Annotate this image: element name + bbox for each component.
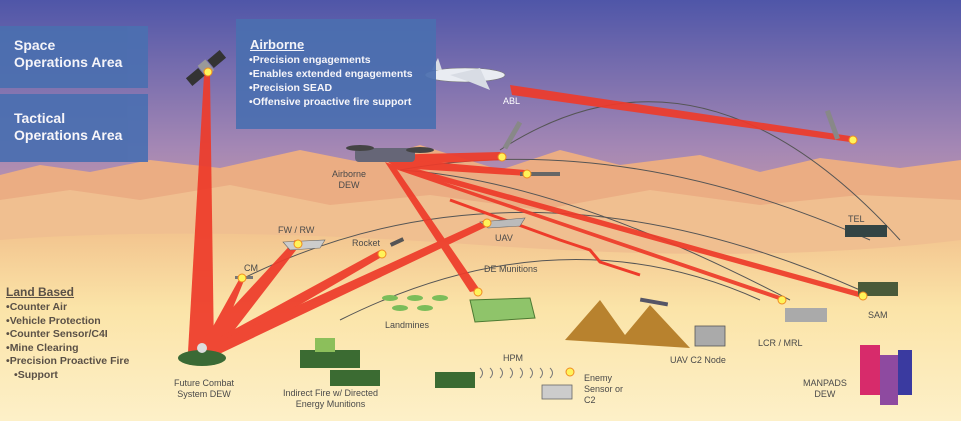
tactical-title-line2: Operations Area	[14, 127, 123, 143]
label-airborne-dew-line2: DEW	[338, 180, 360, 190]
indirect-fire-vehicle-icon-1	[300, 350, 360, 368]
label-de-munitions: DE Munitions	[484, 264, 538, 274]
land-based-bullets: Counter Air Vehicle Protection Counter S…	[6, 301, 130, 383]
tactical-title-line1: Tactical	[14, 110, 66, 126]
label-indirect-fire: Indirect Fire w/ Directed Energy Munitio…	[283, 388, 378, 410]
label-landmines: Landmines	[385, 320, 430, 330]
label-cm: CM	[244, 263, 258, 273]
indirect-fire-vehicle-icon-2	[330, 370, 380, 386]
airborne-bullets: Precision engagements Enables extended e…	[249, 53, 413, 109]
land-based-bullet: Vehicle Protection	[6, 315, 129, 329]
label-enemy-sensor: Enemy Sensor or C2	[584, 373, 623, 406]
rocket-icon-1	[502, 121, 523, 150]
tactical-panel-title: Tactical Operations Area	[14, 110, 122, 144]
label-indirect-line1: Indirect Fire w/ Directed	[283, 388, 379, 398]
space-panel-title: Space Operations Area	[14, 37, 122, 71]
brown-hills	[565, 300, 690, 348]
beam-uav	[200, 220, 490, 356]
hpm-waves	[479, 367, 553, 379]
landmines-icon	[382, 295, 448, 311]
space-title-line2: Operations Area	[14, 54, 123, 70]
label-lcr-mrl: LCR / MRL	[758, 338, 803, 348]
fw-rw-jet-icon	[282, 239, 326, 251]
beam-airborne-de	[385, 162, 480, 292]
label-enemy-line1: Enemy	[584, 373, 613, 383]
missile-icon	[639, 297, 669, 307]
manpads-building-icon	[860, 345, 912, 405]
label-airborne-dew: Airborne DEW	[332, 169, 366, 191]
label-manpads-dew: MANPADS DEW	[803, 378, 847, 400]
label-enemy-line3: C2	[584, 395, 596, 405]
label-tel: TEL	[848, 214, 865, 224]
land-based-block: Land Based Counter Air Vehicle Protectio…	[6, 285, 129, 382]
enemy-sensor-vehicle-icon	[541, 384, 573, 400]
label-uav: UAV	[495, 233, 513, 243]
label-manpads-line1: MANPADS	[803, 378, 847, 388]
land-based-bullet: Support	[6, 369, 129, 383]
label-abl: ABL	[503, 96, 521, 106]
airborne-bullet: Offensive proactive fire support	[249, 95, 413, 109]
label-fw-rw: FW / RW	[278, 225, 315, 235]
space-title-line1: Space	[14, 37, 56, 53]
label-fcs-line2: System DEW	[177, 389, 231, 399]
label-future-combat-system: Future Combat System DEW	[174, 378, 234, 400]
beam-airborne-lcr	[385, 162, 785, 302]
land-based-bullet: Precision Proactive Fire	[6, 355, 130, 369]
rocket-icon-2	[824, 109, 840, 140]
beam-cm	[200, 276, 245, 357]
beam-airborne-sam	[385, 160, 862, 298]
label-indirect-line2: Energy Munitions	[295, 399, 366, 409]
airborne-heading: Airborne	[250, 37, 305, 52]
land-based-heading: Land Based	[6, 285, 75, 299]
trajectory-arc-2	[339, 259, 761, 321]
fcs-vehicle-icon	[178, 350, 226, 366]
land-based-bullet: Counter Air	[6, 301, 129, 315]
rocket-small-icon	[389, 237, 405, 247]
label-rocket: Rocket	[352, 238, 381, 248]
label-manpads-line2: DEW	[814, 389, 836, 399]
tel-vehicle-icon	[845, 225, 887, 237]
beam-abl	[510, 85, 850, 142]
impact-bursts	[203, 67, 868, 377]
indirect-fire-launcher-icon	[315, 338, 335, 352]
land-based-bullet: Mine Clearing	[6, 342, 129, 356]
trajectory-arc-3	[499, 101, 901, 241]
airborne-panel: Airborne Precision engagements Enables e…	[236, 19, 436, 129]
de-munitions-vehicle-icon	[469, 297, 536, 323]
trajectory-arc-5	[399, 169, 791, 301]
label-sam: SAM	[868, 310, 888, 320]
laser-beams	[188, 75, 862, 357]
space-operations-panel: Space Operations Area	[0, 26, 148, 88]
cruise-missile-icon	[520, 172, 560, 176]
airborne-bullet: Precision SEAD	[249, 81, 413, 95]
sam-vehicle-icon	[858, 282, 898, 296]
label-airborne-dew-line1: Airborne	[332, 169, 367, 179]
airborne-bullet: Enables extended engagements	[249, 67, 413, 81]
label-enemy-line2: Sensor or	[584, 384, 624, 394]
beam-airborne-2	[385, 158, 528, 176]
label-uav-c2-node: UAV C2 Node	[670, 355, 726, 365]
label-hpm: HPM	[503, 353, 523, 363]
uav-c2-vehicle-icon	[694, 325, 726, 347]
label-fcs-line1: Future Combat	[174, 378, 235, 388]
land-based-bullet: Counter Sensor/C4I	[6, 328, 129, 342]
airborne-bullet: Precision engagements	[249, 53, 413, 67]
beam-zigzag	[449, 198, 641, 277]
fcs-turret-icon	[197, 343, 207, 353]
lcr-vehicle-icon	[785, 308, 827, 322]
airborne-dew-aircraft-icon	[346, 145, 434, 162]
hpm-vehicle-icon	[435, 372, 475, 388]
beam-space	[188, 75, 214, 352]
tactical-operations-panel: Tactical Operations Area	[0, 94, 148, 162]
